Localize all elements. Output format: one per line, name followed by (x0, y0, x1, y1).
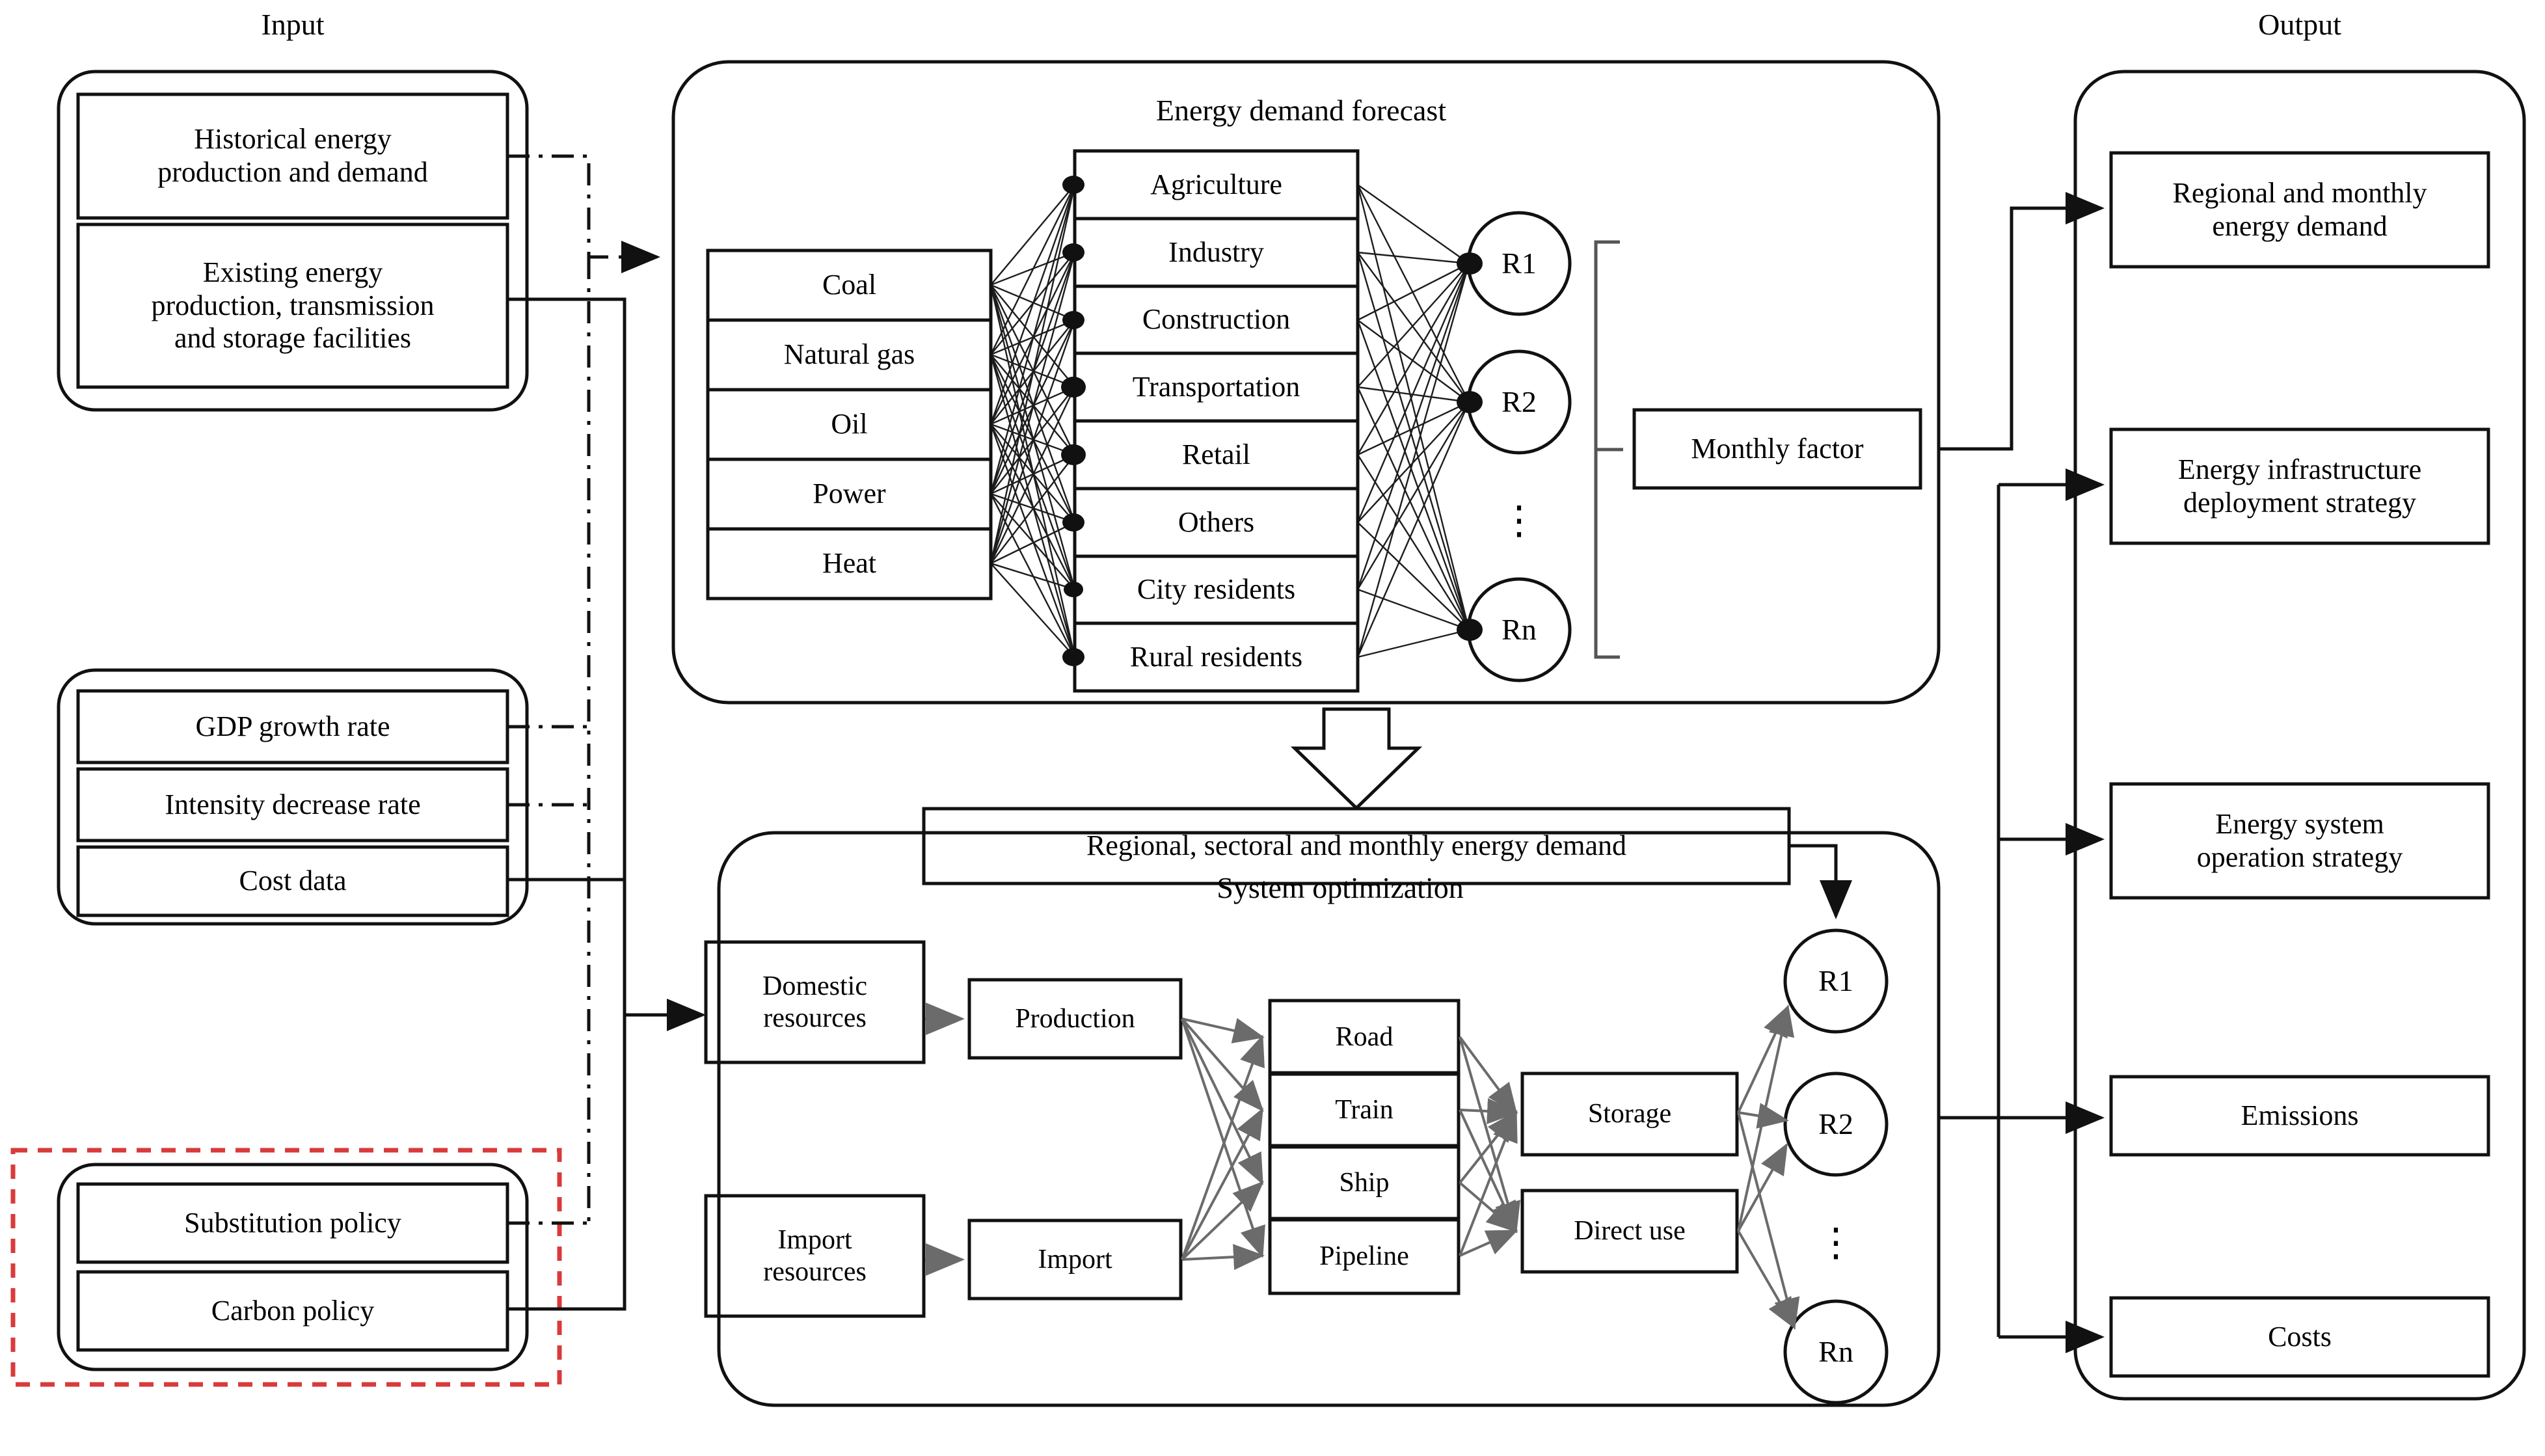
bridge-box (922, 807, 1791, 885)
transport-mode-train: Train (1335, 1094, 1394, 1125)
energy-source-heat: Heat (822, 547, 877, 580)
transport-mode-road: Road (1335, 1021, 1394, 1052)
optimization-panel-frame (717, 831, 1941, 1407)
input-item-substitution-policy[interactable]: Substitution policy (184, 1206, 401, 1239)
forecast-region-label-r1: R1 (1501, 246, 1537, 280)
conn-bridge-to-r1 (1790, 844, 1852, 919)
production-box (967, 978, 1183, 1060)
storage-box (1520, 1072, 1739, 1157)
conn-existing-solid (507, 297, 626, 1015)
transport-mode-pipeline: Pipeline (1319, 1241, 1409, 1271)
output-item-regional-monthly-demand[interactable]: Regional and monthly energy demand (2172, 176, 2427, 242)
sector-others: Others (1178, 506, 1255, 538)
output-box-3 (2109, 782, 2490, 900)
forecast-panel-frame (671, 60, 1941, 705)
input-item-carbon-policy[interactable]: Carbon policy (211, 1294, 375, 1327)
opt-region-rn (1783, 1299, 1889, 1405)
import-resources-label: Import resources (763, 1225, 867, 1287)
input-group-economy-frame (57, 668, 529, 926)
direct-use-label: Direct use (1574, 1216, 1686, 1247)
forecast-region-label-rn: Rn (1501, 612, 1537, 646)
output-box-5 (2109, 1296, 2490, 1378)
input-item-historical[interactable]: Historical energy production and demand (157, 123, 428, 188)
sector-industry: Industry (1168, 236, 1264, 268)
forecast-region-ellipsis: ⋮ (1500, 498, 1539, 542)
output-box-2 (2109, 427, 2490, 545)
optimization-panel-title: System optimization (1217, 870, 1464, 904)
sector-construction: Construction (1142, 303, 1291, 336)
import-box (967, 1219, 1183, 1301)
domestic-resources-label: Domestic resources (762, 971, 867, 1033)
monthly-factor-label: Monthly factor (1691, 432, 1864, 465)
input-item-intensity-decrease-rate[interactable]: Intensity decrease rate (165, 788, 421, 820)
output-box-1 (2109, 151, 2490, 269)
domestic-resources-box (704, 940, 926, 1064)
energy-source-natural-gas: Natural gas (783, 338, 915, 371)
input-column-title: Input (261, 7, 325, 41)
conn-carbon-solid (507, 1015, 626, 1311)
input-group-policy-frame (57, 1163, 529, 1371)
output-item-infrastructure-strategy[interactable]: Energy infrastructure deployment strateg… (2177, 453, 2422, 519)
import-resources-box (704, 1194, 926, 1318)
forecast-region-label-r2: R2 (1501, 384, 1537, 418)
opt-region-label-rn: Rn (1818, 1334, 1853, 1368)
input-box-existing (76, 222, 509, 389)
input-box-carbon (76, 1270, 509, 1352)
sector-retail: Retail (1181, 438, 1251, 470)
conn-forecast-to-output1 (1940, 192, 2105, 451)
sector-city-residents: City residents (1137, 573, 1296, 606)
opt-region-ellipsis: ⋮ (1816, 1220, 1855, 1264)
input-group-data-frame (57, 70, 529, 412)
conn-historical-dashdot (507, 154, 591, 257)
output-box-4 (2109, 1075, 2490, 1157)
opt-region-label-r1: R1 (1818, 964, 1853, 997)
flow-down-arrow (1290, 707, 1423, 811)
bridge-label: Regional, sectoral and monthly energy de… (1086, 829, 1627, 862)
opt-region-r1 (1783, 928, 1889, 1034)
input-item-gdp-growth-rate[interactable]: GDP growth rate (195, 710, 390, 742)
forecast-panel-title: Energy demand forecast (1155, 93, 1447, 127)
direct-use-box (1520, 1189, 1739, 1274)
sector-transportation: Transportation (1132, 370, 1300, 403)
monthly-factor-box (1632, 408, 1922, 490)
opt-region-label-r2: R2 (1818, 1107, 1853, 1140)
energy-source-coal: Coal (822, 269, 877, 301)
transport-mode-ship: Ship (1339, 1167, 1390, 1198)
output-item-operation-strategy[interactable]: Energy system operation strategy (2196, 807, 2403, 873)
storage-label: Storage (1587, 1099, 1672, 1129)
sector-agriculture: Agriculture (1150, 168, 1282, 200)
output-item-emissions[interactable]: Emissions (2241, 1099, 2359, 1131)
sector-rural-residents: Rural residents (1129, 640, 1303, 673)
output-item-costs[interactable]: Costs (2268, 1320, 2332, 1353)
production-label: Production (1015, 1003, 1135, 1034)
energy-source-oil: Oil (831, 408, 868, 440)
input-item-existing[interactable]: Existing energy production, transmission… (151, 256, 435, 355)
output-column-title: Output (2258, 7, 2341, 41)
output-panel-frame (2073, 70, 2526, 1401)
import-label: Import (1038, 1244, 1112, 1274)
policy-highlight-dashed-border (10, 1148, 562, 1387)
input-item-cost-data[interactable]: Cost data (239, 865, 347, 897)
energy-source-power: Power (813, 478, 886, 510)
